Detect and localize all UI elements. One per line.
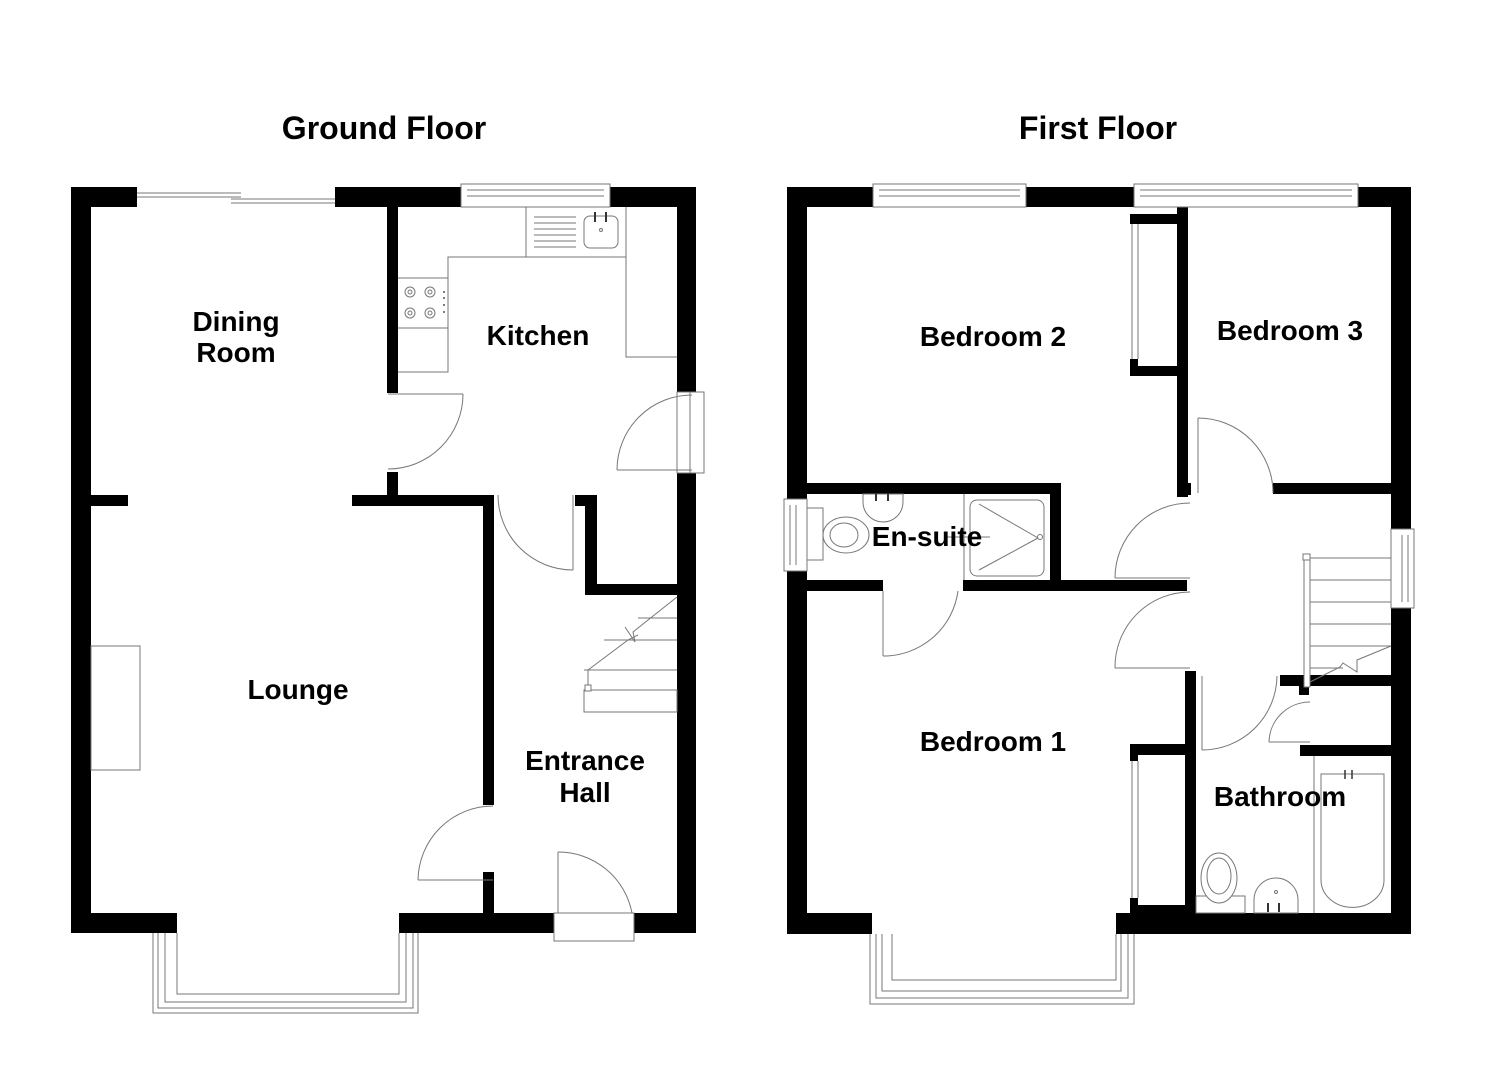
window bbox=[872, 183, 1027, 208]
cupboard-door bbox=[1268, 701, 1311, 743]
door bbox=[1197, 417, 1274, 494]
window bbox=[1133, 183, 1359, 208]
window bbox=[460, 183, 611, 208]
wardrobe bbox=[1131, 761, 1139, 898]
window bbox=[1390, 528, 1415, 609]
toilet-icon bbox=[1195, 852, 1246, 914]
wall bbox=[387, 207, 398, 393]
wall bbox=[1130, 905, 1188, 915]
door bbox=[497, 494, 574, 571]
shower-icon bbox=[946, 494, 1045, 580]
hob-icon bbox=[404, 286, 445, 319]
room-label-en-suite: En-suite bbox=[872, 521, 982, 552]
room-label-dining-room-line2: Room bbox=[196, 337, 275, 368]
staircase bbox=[583, 596, 678, 713]
wall bbox=[1130, 366, 1180, 376]
wall bbox=[585, 495, 597, 595]
room-label-dining-room: Dining bbox=[192, 306, 279, 337]
door bbox=[1201, 675, 1278, 751]
wall bbox=[1130, 744, 1138, 761]
wall bbox=[807, 483, 1061, 494]
first-floor-plan: First Floor bbox=[783, 110, 1415, 1005]
kitchen-worktop bbox=[398, 207, 677, 373]
wall bbox=[483, 495, 494, 805]
wall bbox=[677, 473, 696, 933]
wall bbox=[71, 913, 177, 933]
door bbox=[1114, 502, 1191, 579]
ground-floor-plan: Ground Floor bbox=[71, 110, 705, 1014]
wall bbox=[787, 913, 872, 934]
sink-icon bbox=[534, 212, 619, 249]
wall bbox=[71, 187, 137, 207]
wall bbox=[1185, 671, 1195, 680]
wall bbox=[1026, 187, 1134, 207]
wall bbox=[399, 913, 554, 933]
wall bbox=[483, 872, 494, 913]
wall bbox=[387, 472, 398, 496]
wall bbox=[807, 580, 883, 591]
room-label-bathroom: Bathroom bbox=[1214, 781, 1346, 812]
basin-icon bbox=[1253, 877, 1299, 914]
wall bbox=[677, 187, 696, 392]
door bbox=[1114, 591, 1191, 669]
wall bbox=[352, 495, 494, 506]
front-door bbox=[553, 851, 635, 942]
door bbox=[616, 391, 705, 474]
room-label-kitchen: Kitchen bbox=[487, 320, 590, 351]
wall bbox=[787, 187, 807, 499]
wall bbox=[1391, 608, 1411, 934]
sliding-door bbox=[137, 192, 335, 204]
window bbox=[783, 498, 808, 572]
room-label-lounge: Lounge bbox=[247, 674, 348, 705]
wall bbox=[71, 187, 91, 933]
bay-window bbox=[152, 933, 419, 1014]
wall bbox=[1130, 214, 1138, 224]
wall bbox=[787, 571, 807, 934]
wall bbox=[1130, 744, 1188, 755]
room-label-bedroom-2: Bedroom 2 bbox=[920, 321, 1066, 352]
wall bbox=[335, 187, 461, 207]
wall bbox=[1300, 745, 1391, 756]
wall bbox=[585, 584, 677, 595]
wall bbox=[1185, 671, 1196, 914]
room-label-bedroom-3: Bedroom 3 bbox=[1217, 315, 1363, 346]
ground-floor-title: Ground Floor bbox=[282, 110, 486, 146]
toilet-icon bbox=[806, 507, 870, 561]
wall bbox=[1391, 187, 1411, 529]
bath-icon bbox=[1313, 756, 1385, 913]
wall bbox=[963, 580, 1187, 591]
wall bbox=[1182, 483, 1191, 495]
room-label-entrance-hall-line2: Hall bbox=[559, 777, 610, 808]
wall bbox=[91, 495, 128, 506]
wall bbox=[1130, 214, 1180, 224]
staircase bbox=[1302, 553, 1392, 688]
first-floor-title: First Floor bbox=[1019, 110, 1177, 146]
wall bbox=[610, 187, 696, 207]
basin-icon bbox=[862, 493, 904, 523]
wall bbox=[1050, 483, 1061, 582]
room-label-bedroom-1: Bedroom 1 bbox=[920, 726, 1066, 757]
bay-window bbox=[869, 934, 1135, 1005]
wall bbox=[787, 187, 873, 207]
room-label-entrance-hall: Entrance bbox=[525, 745, 645, 776]
wardrobe bbox=[1131, 224, 1139, 359]
wall bbox=[1280, 675, 1391, 686]
wall bbox=[634, 913, 696, 933]
wall bbox=[1177, 207, 1188, 497]
wall bbox=[1116, 913, 1411, 934]
wall bbox=[1300, 745, 1309, 755]
wall bbox=[1273, 483, 1391, 494]
door bbox=[882, 590, 959, 657]
door bbox=[387, 393, 464, 470]
door bbox=[417, 805, 494, 881]
fireplace bbox=[90, 645, 141, 771]
